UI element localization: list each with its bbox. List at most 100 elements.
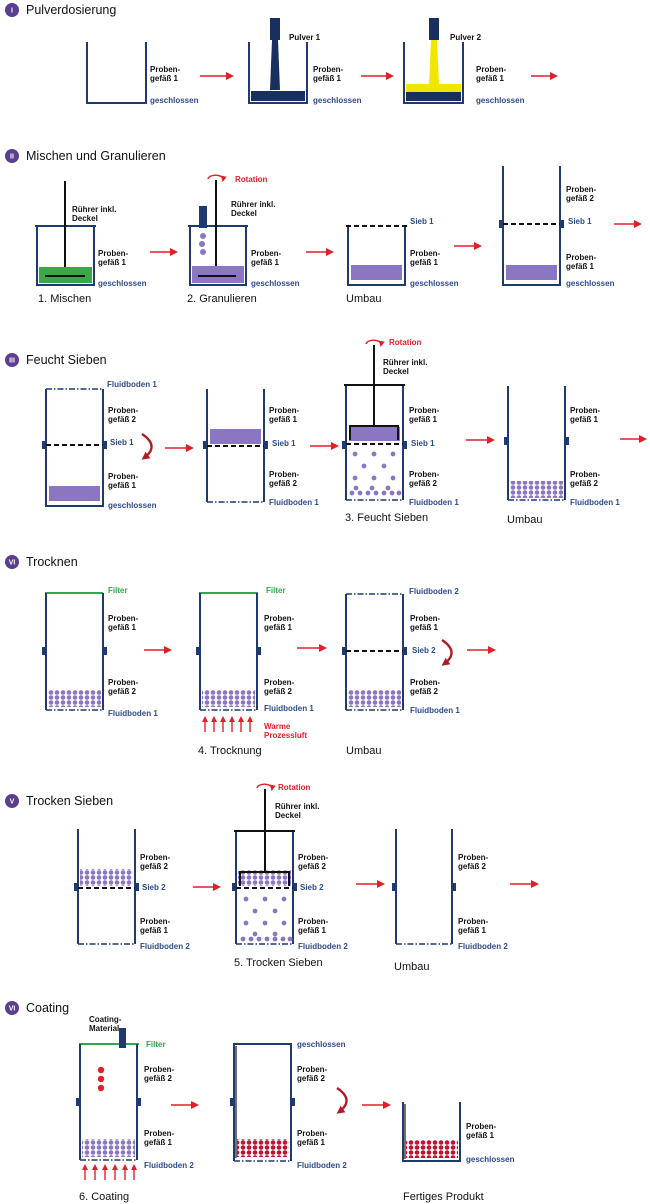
svg-text:gefäß 1: gefäß 1 [313,74,342,83]
svg-text:gefäß 2: gefäß 2 [269,479,298,488]
clamp [392,883,396,891]
clamp [135,883,139,891]
vessel-feucht-a: Fluidboden 1 Proben- gefäß 2 Sieb 1 Prob… [42,380,157,510]
svg-text:geschlossen: geschlossen [251,279,300,288]
svg-text:Proben-: Proben- [140,917,171,926]
svg-text:VI: VI [9,1006,16,1013]
svg-text:Proben-: Proben- [150,65,181,74]
svg-text:gefäß 2: gefäß 2 [566,194,595,203]
svg-text:Proben-: Proben- [108,678,139,687]
svg-text:Coating-: Coating- [89,1015,122,1024]
vessel-stack-sieb: Proben- gefäß 2 Sieb 1 Proben- gefäß 1 g… [499,166,615,288]
section-badge: III [5,353,19,367]
svg-text:gefäß 1: gefäß 1 [108,481,137,490]
clamp [42,441,46,449]
svg-text:Proben-: Proben- [458,917,489,926]
clamp [452,883,456,891]
clamp [504,437,508,445]
svg-text:gefäß 1: gefäß 1 [409,415,438,424]
svg-text:gefäß 2: gefäß 2 [297,1074,326,1083]
svg-text:Proben-: Proben- [144,1065,175,1074]
clamp [203,441,207,449]
coated-granulate-bed [237,1139,289,1157]
clamp [342,647,346,655]
svg-text:Fluidboden 2: Fluidboden 2 [297,1161,347,1170]
clamp [565,437,569,445]
svg-text:Sieb 2: Sieb 2 [412,646,436,655]
svg-text:gefäß 1: gefäß 1 [570,415,599,424]
svg-text:Material: Material [89,1024,119,1033]
svg-text:geschlossen: geschlossen [150,96,199,105]
svg-text:gefäß 2: gefäß 2 [458,862,487,871]
svg-text:gefäß 2: gefäß 2 [140,862,169,871]
stirrer-blade [239,871,290,886]
clamp [196,647,200,655]
granulate-bed [510,481,563,498]
svg-text:Fluidboden 2: Fluidboden 2 [409,587,459,596]
svg-text:Filter: Filter [266,586,286,595]
svg-text:gefäß 2: gefäß 2 [298,862,327,871]
caption-trocknung: 4. Trocknung [198,745,262,757]
svg-text:Proben-: Proben- [264,678,295,687]
clamp [403,441,407,449]
svg-text:Proben-: Proben- [108,614,139,623]
svg-text:Fluidboden 1: Fluidboden 1 [108,709,158,718]
svg-text:Sieb 1: Sieb 1 [110,438,134,447]
granulate-bed [202,690,255,707]
svg-text:Fluidboden 2: Fluidboden 2 [140,942,190,951]
clamp [257,647,261,655]
svg-text:Prozessluft: Prozessluft [264,731,307,740]
svg-text:Fluidboden 2: Fluidboden 2 [298,942,348,951]
svg-text:gefäß 1: gefäß 1 [150,74,179,83]
warm-air-arrows [202,716,253,732]
svg-text:Sieb 1: Sieb 1 [410,217,434,226]
section-4-trocknen: VI Trocknen Filter Proben- gefäß 1 Probe… [5,555,496,757]
caption-mischen: 1. Mischen [38,293,91,305]
svg-text:geschlossen: geschlossen [410,279,459,288]
powder-layer [251,91,305,101]
svg-text:Warme: Warme [264,722,291,731]
svg-text:Sieb 1: Sieb 1 [272,439,296,448]
section-6-coating: VI Coating Coating- Material [5,1001,515,1203]
powder-stream [429,40,439,85]
svg-text:gefäß 1: gefäß 1 [98,258,127,267]
vessel-empty: Proben- gefäß 1 geschlossen [86,42,199,105]
svg-text:Deckel: Deckel [383,367,409,376]
clamp [74,883,78,891]
section-title: Trocken Sieben [26,794,113,808]
svg-text:Proben-: Proben- [298,853,329,862]
section-3-feucht-sieben: III Feucht Sieben Fluidboden 1 Proben- g… [5,338,647,526]
svg-text:Pulver 2: Pulver 2 [450,33,482,42]
vessel-trocken-b: Rotation Rührer inkl. Deckel Proben- gef… [232,783,348,951]
caption-umbau: Umbau [346,293,381,305]
svg-text:Proben-: Proben- [570,406,601,415]
vessel-coating-a: Coating- Material Filter Proben- gefäß 2… [76,1015,194,1180]
coating-nozzle [119,1028,126,1048]
svg-text:Proben-: Proben- [140,853,171,862]
svg-text:Proben-: Proben- [269,406,300,415]
svg-text:gefäß 2: gefäß 2 [144,1074,173,1083]
svg-text:Pulver 1: Pulver 1 [289,33,321,42]
svg-text:geschlossen: geschlossen [476,96,525,105]
svg-text:gefäß 1: gefäß 1 [144,1138,173,1147]
clamp [293,883,297,891]
vessel-feucht-b: Proben- gefäß 1 Sieb 1 Proben- gefäß 2 F… [203,389,319,507]
section-badge: VI [5,555,19,569]
svg-text:Proben-: Proben- [409,470,440,479]
svg-text:Proben-: Proben- [144,1129,175,1138]
svg-text:Proben-: Proben- [566,185,597,194]
vessel-powder-2: Pulver 2 Proben- gefäß 1 geschlossen [403,18,525,105]
svg-text:Proben-: Proben- [476,65,507,74]
binder-nozzle [199,206,207,228]
vessel-trocken-a: Proben- gefäß 2 Sieb 2 Proben- gefäß 1 F… [74,829,190,951]
svg-text:Fluidboden 1: Fluidboden 1 [269,498,319,507]
svg-text:Deckel: Deckel [72,214,98,223]
granulate-bed [48,690,101,707]
caption-trocken-sieben: 5. Trocken Sieben [234,957,323,969]
section-title: Mischen und Granulieren [26,149,166,163]
powder-layer-yellow [406,84,461,92]
svg-text:geschlossen: geschlossen [313,96,362,105]
svg-text:Fluidboden 2: Fluidboden 2 [458,942,508,951]
svg-text:gefäß 1: gefäß 1 [458,926,487,935]
